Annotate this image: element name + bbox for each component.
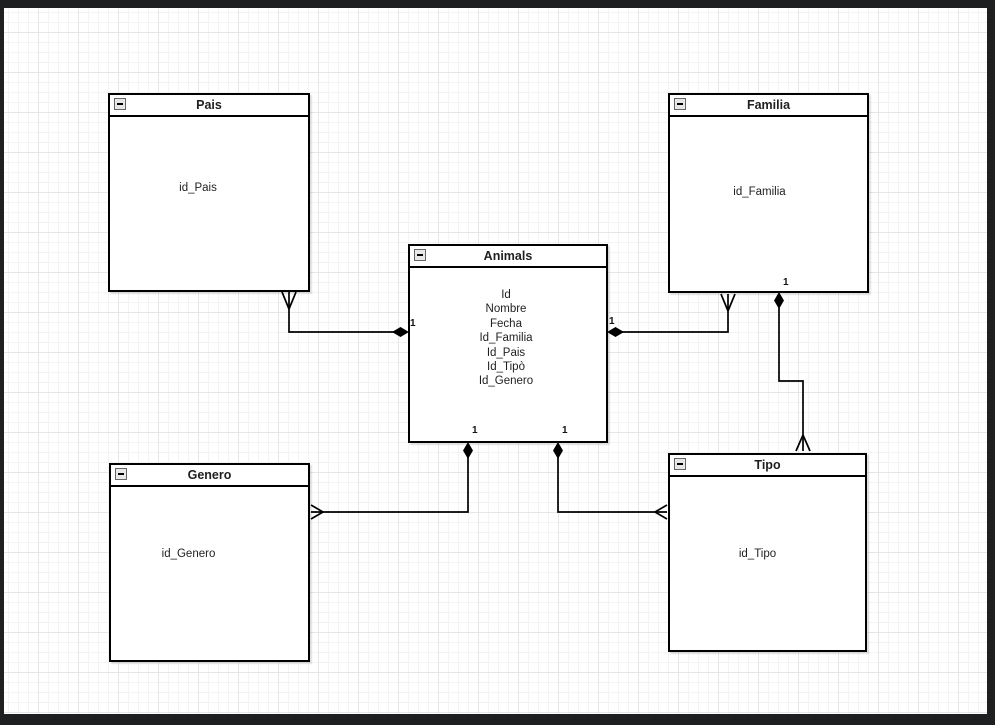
- entity-genero-header[interactable]: Genero: [111, 465, 308, 487]
- collapse-icon[interactable]: [115, 468, 127, 480]
- collapse-icon[interactable]: [674, 458, 686, 470]
- crowfoot-marker-icon: [654, 504, 668, 520]
- attribute-list[interactable]: id_Tipo: [660, 547, 855, 561]
- entity-pais[interactable]: Pais id_Pais: [108, 93, 310, 292]
- entity-title: Tipo: [754, 458, 781, 472]
- attribute-label: Id: [501, 289, 511, 301]
- attribute-label: Fecha: [490, 317, 522, 330]
- entity-tipo-body: id_Tipo: [670, 477, 865, 650]
- minus-glyph-icon: [417, 254, 423, 256]
- attribute-label: id_Genero: [161, 548, 216, 560]
- entity-title: Familia: [746, 98, 791, 112]
- entity-title: Animals: [483, 249, 533, 263]
- entity-animals[interactable]: Animals Id Nombre Fecha Id_Familia Id_Pa…: [408, 244, 608, 443]
- minus-glyph-icon: [117, 103, 123, 105]
- entity-familia[interactable]: Familia id_Familia: [668, 93, 869, 293]
- minus-glyph-icon: [118, 473, 124, 475]
- attribute-list[interactable]: id_Genero: [90, 547, 287, 561]
- attribute-label: Id_Familia: [479, 332, 533, 345]
- attribute-label: id_Tipo: [738, 548, 777, 560]
- connector-line[interactable]: [311, 457, 469, 513]
- attribute-label: Nombre: [485, 303, 527, 316]
- crowfoot-marker-icon: [720, 293, 736, 312]
- cardinality-label-animals-genero: 1: [472, 425, 478, 436]
- minus-glyph-icon: [677, 103, 683, 105]
- minus-glyph-icon: [677, 463, 683, 465]
- collapse-icon[interactable]: [674, 98, 686, 110]
- attribute-label: id_Pais: [179, 182, 217, 194]
- attribute-label: id_Familia: [733, 186, 786, 198]
- attribute-label: Id_Pais: [486, 346, 526, 359]
- crowfoot-marker-icon: [795, 434, 811, 452]
- entity-tipo[interactable]: Tipo id_Tipo: [668, 453, 867, 652]
- cardinality-label-animals-tipo: 1: [562, 425, 568, 436]
- cardinality-label-pais-animals: 1: [410, 318, 416, 329]
- collapse-icon[interactable]: [414, 249, 426, 261]
- entity-title: Genero: [187, 468, 232, 482]
- connector-line[interactable]: [622, 294, 729, 333]
- collapse-icon[interactable]: [114, 98, 126, 110]
- cardinality-label-familia-tipo: 1: [783, 277, 789, 288]
- crowfoot-marker-icon: [281, 291, 297, 310]
- entity-animals-header[interactable]: Animals: [410, 246, 606, 268]
- entity-title: Pais: [196, 98, 222, 112]
- entity-genero-body: id_Genero: [111, 487, 308, 660]
- attribute-list[interactable]: id_Familia: [661, 185, 858, 199]
- connector-line[interactable]: [288, 292, 401, 333]
- entity-pais-body: id_Pais: [110, 117, 308, 290]
- entity-pais-header[interactable]: Pais: [110, 95, 308, 117]
- entity-familia-header[interactable]: Familia: [670, 95, 867, 117]
- attribute-label: Id_Tipò: [487, 361, 525, 374]
- attribute-list[interactable]: id_Pais: [99, 181, 297, 195]
- attribute-list[interactable]: Id Nombre Fecha Id_Familia Id_Pais Id_Ti…: [408, 288, 604, 389]
- connector-line[interactable]: [778, 307, 804, 451]
- connector-line[interactable]: [557, 457, 667, 513]
- attribute-label: Id_Genero: [478, 375, 534, 388]
- crowfoot-marker-icon: [310, 504, 324, 520]
- entity-genero[interactable]: Genero id_Genero: [109, 463, 310, 662]
- entity-animals-body: Id Nombre Fecha Id_Familia Id_Pais Id_Ti…: [410, 268, 606, 441]
- entity-familia-body: id_Familia: [670, 117, 867, 291]
- cardinality-label-animals-familia: 1: [609, 316, 615, 327]
- entity-tipo-header[interactable]: Tipo: [670, 455, 865, 477]
